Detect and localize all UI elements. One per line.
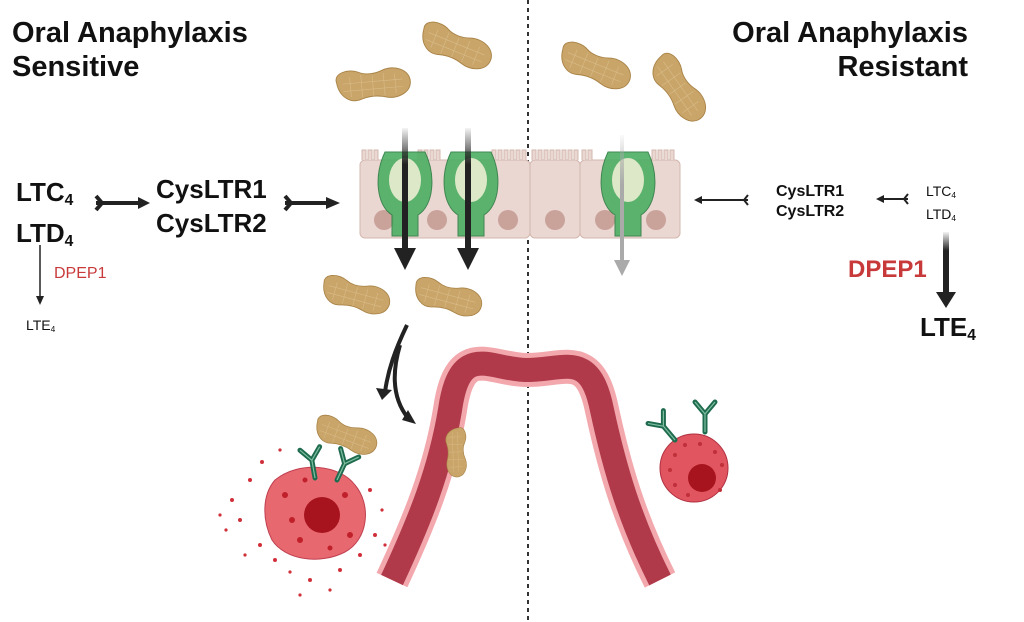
- right-dpep1-label: DPEP1: [848, 256, 927, 283]
- blocked-translocation-arrow: [614, 135, 630, 276]
- left-lte4-label: LTE4: [26, 317, 55, 334]
- peanut-icon: [318, 272, 394, 319]
- peanut-in-blood-icon: [445, 427, 468, 478]
- subscript: 4: [967, 326, 976, 344]
- subscript: 4: [50, 324, 56, 335]
- title-resistant-line1: Oral Anaphylaxis: [732, 17, 968, 49]
- left-ligands: LTC4 LTD4: [16, 176, 73, 258]
- right-receptors: CysLTR1 CysLTR2: [776, 182, 844, 222]
- left-ligand-receptor-arrow: [94, 194, 142, 212]
- left-receptor-epithelium-arrow: [283, 194, 330, 212]
- peanut-icon: [410, 274, 486, 321]
- left-dpep1-label: DPEP1: [54, 265, 107, 282]
- right-receptor-epithelium-arrow: [700, 194, 749, 206]
- left-dpep1-arrow: [36, 245, 44, 305]
- title-sensitive-line2: Sensitive: [12, 51, 140, 83]
- resting-mast-cell: [659, 433, 729, 503]
- peanut-icon: [334, 65, 413, 103]
- left-cysltr2-label: CysLTR2: [156, 208, 267, 238]
- lte-text: LTE: [920, 312, 968, 342]
- subscript: 4: [951, 213, 957, 224]
- left-ltd4-label: LTD4: [16, 217, 73, 258]
- right-ltd4-label: LTD4: [926, 205, 956, 228]
- left-ltc4-label: LTC4: [16, 176, 73, 217]
- right-ltc4-label: LTC4: [926, 182, 956, 205]
- blood-vessel: [376, 346, 676, 588]
- left-receptors: CysLTR1 CysLTR2: [156, 172, 267, 240]
- right-dpep1-arrow: [936, 232, 956, 308]
- peanut-icon: [415, 18, 497, 75]
- peanut-translocation-arrow: [394, 128, 416, 270]
- lte-text: LTE: [26, 317, 51, 333]
- title-sensitive-line1: Oral Anaphylaxis: [12, 17, 248, 49]
- subscript: 4: [64, 232, 74, 250]
- ltd-text: LTD: [926, 206, 952, 223]
- peanut-icon: [644, 49, 713, 128]
- right-cysltr2-label: CysLTR2: [776, 203, 845, 220]
- title-sensitive: Oral Anaphylaxis Sensitive: [12, 16, 248, 84]
- right-ligand-receptor-arrow: [882, 193, 909, 205]
- peanut-translocation-arrow: [457, 128, 479, 270]
- peanut-icon: [311, 411, 382, 460]
- ltc-text: LTC: [16, 177, 65, 207]
- right-cysltr1-label: CysLTR1: [776, 183, 845, 200]
- split-arrow: [383, 324, 410, 420]
- title-resistant: Oral Anaphylaxis Resistant: [732, 16, 968, 84]
- right-lte4-label: LTE4: [920, 312, 976, 345]
- title-resistant-line2: Resistant: [837, 51, 968, 83]
- peanut-icon: [554, 38, 636, 95]
- ltd-text: LTD: [16, 217, 65, 248]
- subscript: 4: [951, 190, 957, 201]
- ige-antibody-icon: [695, 402, 715, 432]
- degranulating-mast-cell: [218, 448, 387, 597]
- ltc-text: LTC: [926, 183, 952, 199]
- subscript: 4: [64, 191, 74, 209]
- left-cysltr1-label: CysLTR1: [156, 174, 267, 204]
- right-ligands: LTC4 LTD4: [926, 182, 956, 228]
